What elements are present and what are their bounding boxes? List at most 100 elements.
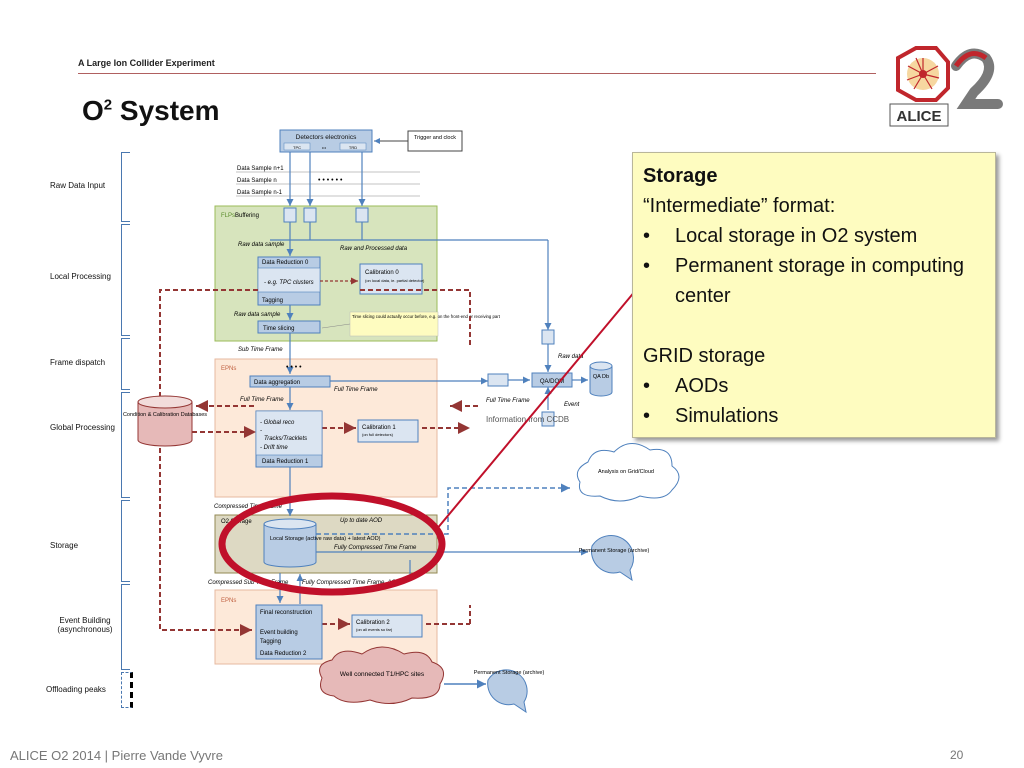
stage-global-processing: Global Processing [50,423,115,432]
tpc-clusters-label: - e.g. TPC clusters [264,280,314,286]
raw-data-label: Raw data [558,354,584,360]
up-to-date-label: Up to date AOD [340,518,383,524]
stage-raw-data-input: Raw Data Input [50,181,106,190]
tagging2-label: Tagging [260,639,281,645]
bracket-global [121,392,130,498]
final-reco-label: Final reconstruction [260,610,312,616]
full-tf3-label: Full Time Frame [486,398,530,404]
callout-line1: “Intermediate” format: [643,195,836,217]
sample-n: Data Sample n [237,178,277,184]
qadqm-label: QA/DQM [540,379,564,385]
perm2-label: Permanent Storage (archive) [474,670,545,676]
footer-text: ALICE O2 2014 | Pierre Vande Vyvre [10,748,223,763]
tagging-label: Tagging [262,298,283,304]
dr2-box [255,604,323,660]
slide-title: O2 System [82,95,220,126]
full-tf-label: Full Time Frame [334,387,378,393]
time-slicing-box [257,320,321,334]
callout-bullet-1: •Local storage in O2 system [643,225,918,247]
bracket-storage [121,500,130,582]
trd-label: TRD [349,145,357,150]
compressed-sub-label: Compressed Sub Time Frame [208,580,289,586]
sub-tf-label: Sub Time Frame [238,347,283,353]
tpc-label: TPC [293,145,301,150]
calib0-label: Calibration 0 [365,270,399,276]
alice-o2-logo: ALICE [889,46,1003,127]
header-rule [78,73,876,74]
calib2-label: Calibration 2 [356,620,390,626]
calib1-label: Calibration 1 [362,425,396,431]
tracks-label: Tracks/Tracklets [264,436,307,442]
perm1-label: Permanent Storage (archive) [579,548,650,554]
compressed-tf-label: Compressed Time Frame [214,504,283,510]
epns-label: EPNs [221,366,236,372]
trigger-box [407,130,463,152]
qadb-label: QA Db [593,374,609,380]
callout-bullet-2: •Permanent storage in computing center [643,255,965,307]
epn-dots: • • • • [286,364,302,371]
buffering-label: Buffering [235,213,259,219]
full-tf2-label: Full Time Frame [240,397,284,403]
epns2-label: EPNs [221,598,236,604]
stage-offloading-peaks: Offloading peaks [46,685,106,694]
callout-heading: Storage [643,165,718,187]
stage-event-building: Event Building (asynchronous) [57,616,113,634]
t1-label: Well connected T1/HPC sites [340,671,425,678]
drift-label: - Drift time [260,445,288,451]
bracket-offloading [121,672,133,708]
svg-text:ALICE: ALICE [897,108,942,125]
detectors-label: Detectors electronics [296,134,357,141]
dr0-label: Data Reduction 0 [262,260,309,266]
page-number: 20 [950,748,964,762]
fully-ctf-label: Fully Compressed Time Frame [334,545,417,551]
time-slicing-label: Time slicing [263,326,294,332]
time-note: Time slicing could actually occur before… [352,314,501,319]
raw-processed-label: Raw and Processed data [340,246,408,252]
fully-ctf-aod-label: Fully Compressed Time Frame, AOD [302,580,401,586]
perm-storage-2 [487,669,528,714]
stage-local-processing: Local Processing [50,272,111,281]
bracket-event-building [121,584,130,670]
stage-frame-dispatch: Frame dispatch [50,358,106,367]
bracket-local [121,224,130,336]
experiment-subtitle: A Large Ion Collider Experiment [78,58,215,68]
raw-sample2-label: Raw data sample [234,312,281,318]
storage-callout: Storage “Intermediate” format: •Local st… [632,152,996,438]
callout-bullet-4: •Simulations [643,405,779,427]
ccdb-label: Condition & Calibration Databases [123,412,207,418]
calib2-sub: (on all events so far) [356,627,393,632]
global-reco-label: - Global reco [260,420,295,426]
analysis-label: Analysis on Grid/Cloud [598,469,654,475]
perm-storage-1 [590,535,634,582]
highlight-ellipse [218,492,446,596]
sample-nm1: Data Sample n-1 [237,190,283,196]
sample-n1: Data Sample n+1 [237,166,284,172]
dash-label: - [260,428,262,434]
t1-cloud [319,646,445,704]
callout-line2: GRID storage [643,345,766,367]
dots-small: ••• [322,145,327,150]
sample-dots: • • • • • • [318,177,343,184]
trigger-label: Trigger and clock [414,135,456,141]
local-storage-label: Local Storage (active raw data) + latest… [270,536,381,542]
raw-sample-label: Raw data sample [238,242,285,248]
calib0-sub: (on local data, ie. partial detector) [365,278,425,283]
bracket-dispatch [121,338,130,390]
dr1-label: Data Reduction 1 [262,459,309,465]
event-label: Event [564,402,580,408]
callout-bullet-3: •AODs [643,375,729,397]
callout-pointer [435,289,637,531]
calib1-sub: (on full detectors) [362,432,394,437]
bracket-raw-input [121,152,130,222]
aggregation-label: Data aggregation [254,380,300,386]
calib2-box [351,614,423,638]
event-building-label: Event building [260,630,298,636]
dr2-label: Data Reduction 2 [260,651,307,657]
time-note-box [349,311,439,337]
stage-storage: Storage [50,541,79,550]
flps-label: FLPs [221,213,235,219]
o2-storage-panel [214,514,438,574]
analysis-cloud [576,443,680,502]
calib1-box [357,419,419,443]
